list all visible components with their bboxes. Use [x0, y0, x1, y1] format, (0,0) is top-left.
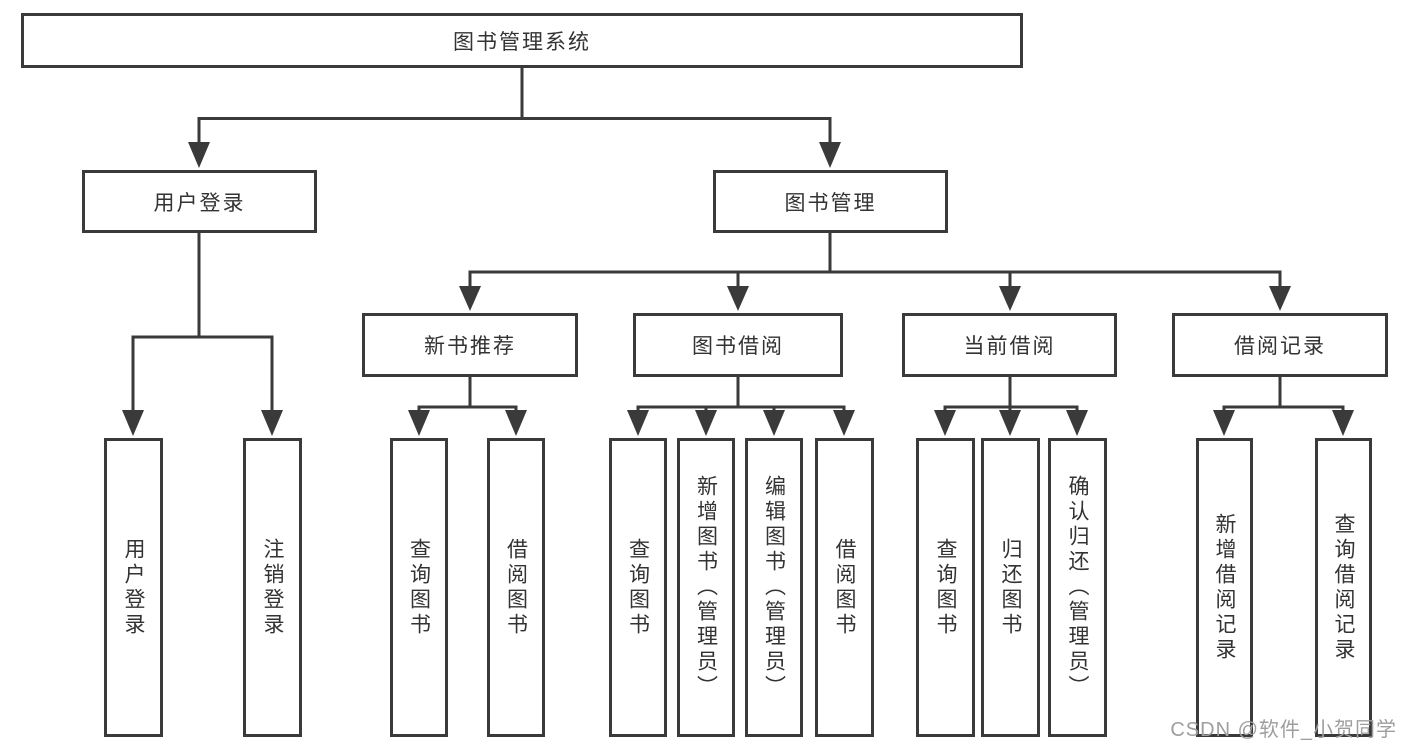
arrowhead	[763, 410, 785, 436]
connector-newbook-to-leaves	[417, 377, 518, 412]
arrowhead	[505, 410, 527, 436]
connector-root-to-level2	[197, 68, 832, 144]
leaf-add-borrow-record: 新增借阅记录	[1196, 438, 1253, 737]
csdn-watermark: CSDN @软件_小贺同学	[1170, 719, 1397, 741]
node-label: 借阅记录	[1234, 335, 1326, 358]
node-user-login: 用户登录	[82, 170, 317, 233]
node-borrow-records: 借阅记录	[1172, 313, 1388, 377]
node-label: 注销登录	[261, 537, 284, 638]
connector-bookmgmt-to-level3	[468, 233, 1282, 289]
node-new-book-recommend: 新书推荐	[362, 313, 578, 377]
arrowhead	[408, 410, 430, 436]
node-label: 用户登录	[122, 537, 145, 638]
arrowhead	[833, 410, 855, 436]
node-root-library-system: 图书管理系统	[21, 13, 1023, 68]
arrowhead	[727, 286, 749, 311]
leaf-logout: 注销登录	[243, 438, 302, 737]
node-label: 查询图书	[934, 537, 957, 638]
arrowhead	[1332, 410, 1354, 436]
leaf-query-books-current: 查询图书	[916, 438, 975, 737]
arrowhead	[934, 410, 956, 436]
node-label: 查询借阅记录	[1332, 512, 1355, 663]
leaf-edit-book-admin: 编辑图书（管理员）	[745, 438, 803, 737]
node-label: 图书借阅	[692, 335, 784, 358]
arrowhead	[999, 286, 1021, 311]
node-label: 用户登录	[153, 191, 246, 215]
arrowhead	[1213, 410, 1235, 436]
arrowhead	[1269, 286, 1291, 311]
node-label: 编辑图书（管理员）	[762, 475, 786, 700]
node-label: 新增图书（管理员）	[694, 475, 718, 700]
arrowhead	[999, 410, 1021, 436]
leaf-add-book-admin: 新增图书（管理员）	[677, 438, 735, 737]
arrowhead	[261, 410, 283, 436]
node-label: 当前借阅	[963, 335, 1056, 358]
arrowhead	[188, 142, 210, 168]
node-current-borrow: 当前借阅	[902, 313, 1117, 377]
leaf-borrow-books: 借阅图书	[815, 438, 874, 737]
node-label: 借阅图书	[833, 537, 856, 638]
arrowhead	[122, 410, 144, 436]
leaf-query-borrow-record: 查询借阅记录	[1315, 438, 1372, 737]
leaf-confirm-return-admin: 确认归还（管理员）	[1048, 438, 1107, 737]
arrowhead	[627, 410, 649, 436]
node-label: 查询图书	[407, 537, 431, 638]
connector-records-to-leaves	[1222, 377, 1345, 412]
node-book-management: 图书管理	[713, 170, 948, 233]
node-book-borrow: 图书借阅	[633, 313, 843, 377]
arrowhead	[695, 410, 717, 436]
connector-currentborrow-to-leaves	[943, 377, 1079, 412]
node-label: 新增借阅记录	[1213, 512, 1236, 663]
node-label: 查询图书	[626, 537, 650, 638]
leaf-query-books-borrow: 查询图书	[609, 438, 667, 737]
arrowhead	[459, 286, 481, 311]
node-label: 图书管理	[784, 191, 877, 215]
node-label: 归还图书	[999, 537, 1022, 638]
leaf-query-books-recommend: 查询图书	[390, 438, 448, 737]
node-label: 确认归还（管理员）	[1066, 475, 1089, 700]
leaf-user-login: 用户登录	[104, 438, 163, 737]
node-label: 新书推荐	[424, 335, 516, 358]
arrowhead	[1066, 410, 1088, 436]
leaf-borrow-books-recommend: 借阅图书	[487, 438, 545, 737]
leaf-return-book: 归还图书	[981, 438, 1040, 737]
connector-userlogin-to-leaves	[131, 233, 274, 413]
connector-bookborrow-to-leaves	[636, 377, 846, 412]
arrowhead	[819, 142, 841, 168]
node-label: 借阅图书	[504, 537, 528, 638]
node-label: 图书管理系统	[453, 30, 591, 54]
